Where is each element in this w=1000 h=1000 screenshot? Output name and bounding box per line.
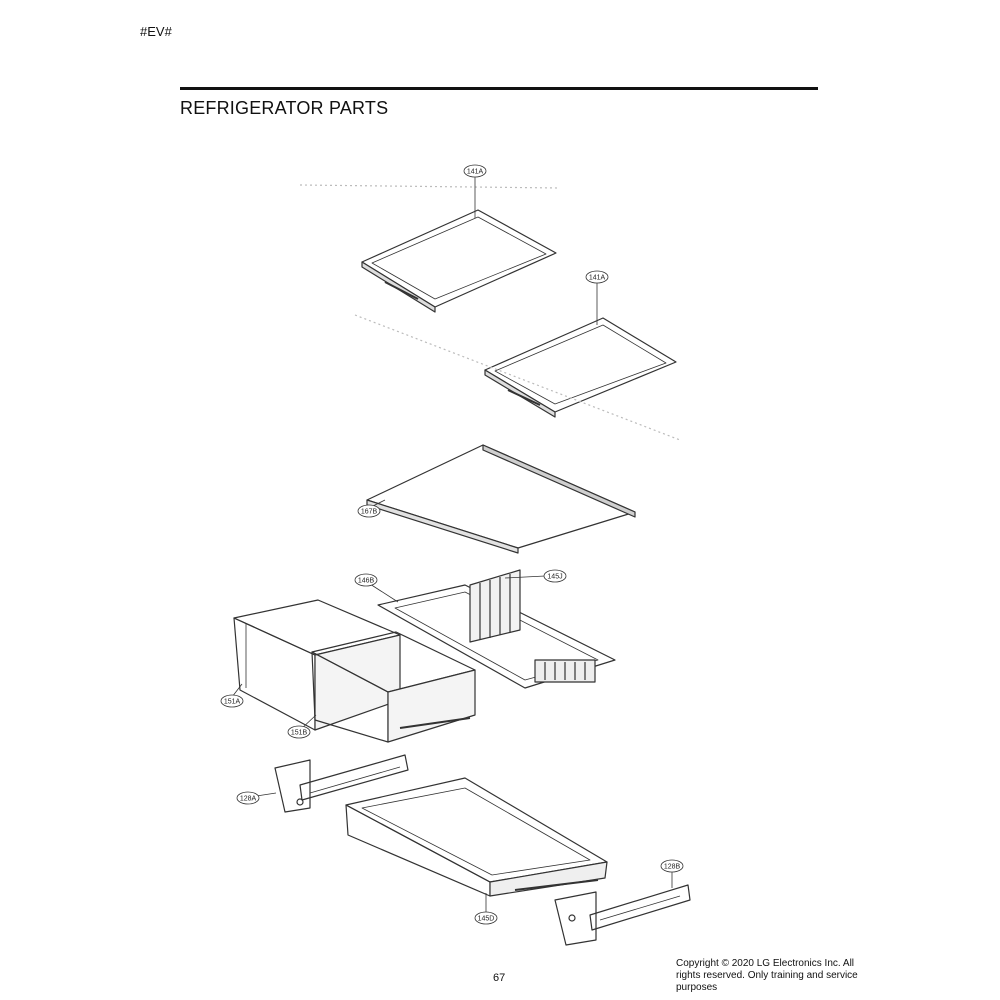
crisper-drawer-right (311, 631, 476, 743)
page-title: REFRIGERATOR PARTS (180, 98, 389, 118)
callout-label-divider-rail: 146B (358, 578, 375, 585)
drawer-rail-left (274, 754, 409, 813)
copyright-notice: Copyright © 2020 LG Electronics Inc. All… (676, 958, 858, 993)
page-number: 67 (493, 972, 506, 984)
callout-oval-drawer-left (220, 694, 244, 708)
callout-oval-shelf-lower (585, 270, 609, 284)
callout-label-drawer-right: 151B (291, 730, 308, 737)
model-code: #EV# (140, 24, 172, 39)
callout-label-rail-right: 128B (664, 864, 681, 871)
callout-label-frame: 145J (547, 574, 562, 581)
callout-oval-shelf-upper (463, 164, 487, 178)
callout-label-drawer-left: 151A (224, 699, 241, 706)
callout-label-shelf-lower: 141A (589, 275, 606, 282)
callout-oval-pantry-drawer (474, 911, 498, 925)
callout-oval-rail-left (236, 791, 260, 805)
callout-oval-divider-rail (354, 573, 378, 587)
crisper-cover (366, 444, 636, 554)
header-rule (180, 87, 818, 90)
drawer-rail-right (554, 884, 691, 946)
callout-label-pantry-drawer: 145D (478, 916, 495, 923)
crisper-frame (377, 569, 616, 689)
glass-shelf-lower (354, 314, 681, 441)
glass-shelf-upper (299, 184, 561, 313)
callout-oval-drawer-right (287, 725, 311, 739)
callout-oval-rail-right (660, 859, 684, 873)
pantry-drawer (345, 777, 608, 897)
callout-label-rail-left: 128A (240, 796, 257, 803)
callout-label-cover: 167B (361, 509, 378, 516)
leader-lines (231, 177, 673, 913)
crisper-drawer-left (233, 599, 401, 731)
callout-oval-frame (543, 569, 567, 583)
callout-oval-cover (357, 504, 381, 518)
callout-label-shelf-upper: 141A (467, 169, 484, 176)
